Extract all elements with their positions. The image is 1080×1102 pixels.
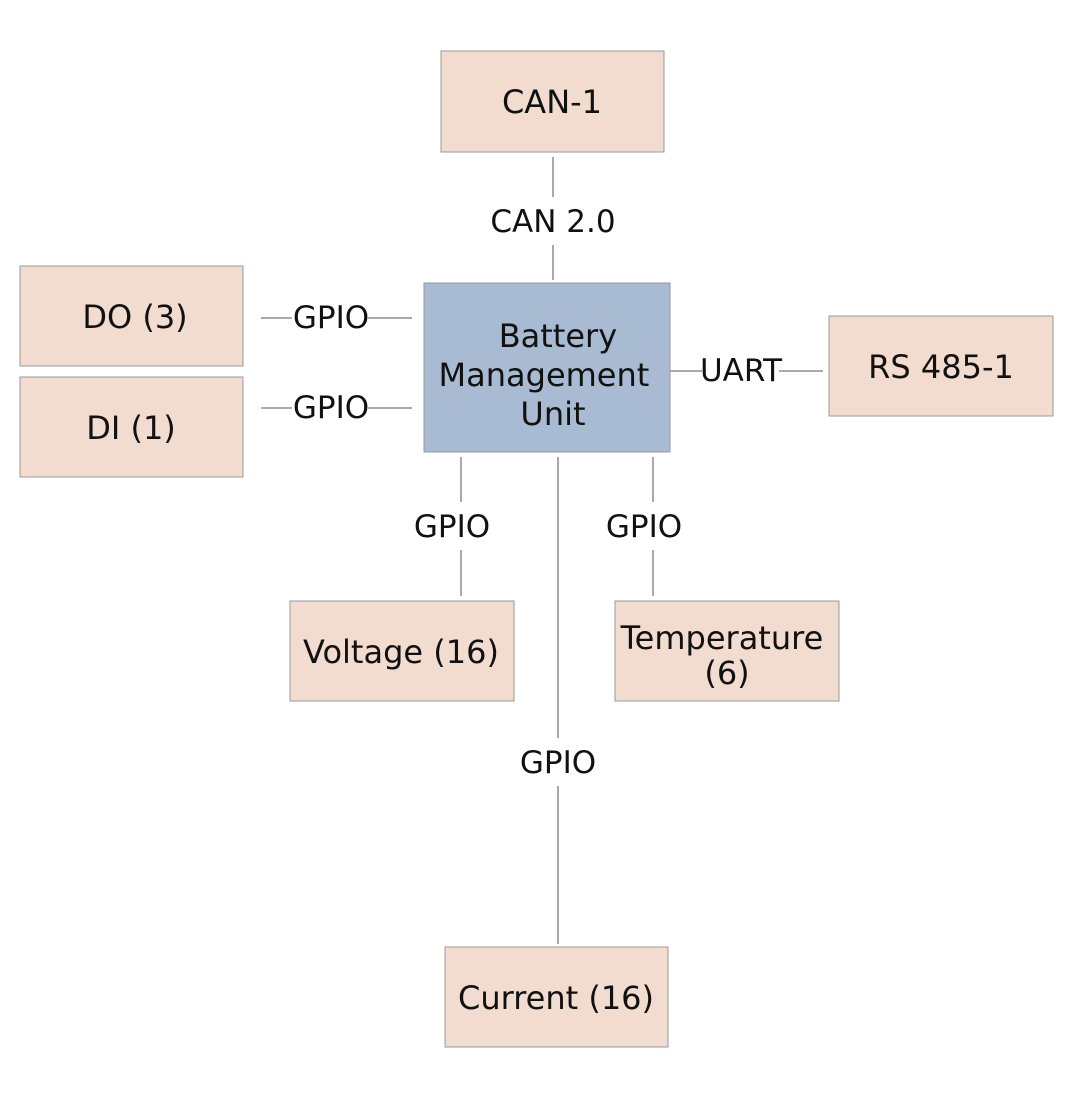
can-label: CAN-1: [502, 83, 602, 121]
di-label: DI (1): [86, 409, 176, 447]
rs485-label: RS 485-1: [868, 348, 1014, 386]
temperature-label-line-2: (6): [704, 654, 749, 692]
core-label-line-3: Unit: [520, 395, 585, 433]
can-box: [440, 50, 665, 153]
di-connection-label: GPIO: [293, 390, 369, 426]
voltage-label-line: Voltage (16): [303, 633, 499, 671]
node-voltage: Voltage (16): [289, 600, 515, 702]
node-di: DI (1): [19, 376, 244, 478]
temperature-box: [614, 600, 840, 702]
temperature-connection-label: GPIO: [606, 509, 682, 545]
current-label-line: Current (16): [458, 979, 654, 1017]
core-label-line-1: Battery: [499, 317, 617, 355]
temperature-label: Temperature (6): [620, 619, 834, 692]
temperature-label-line-1: Temperature: [620, 619, 824, 657]
do-box: [19, 265, 244, 367]
can-label-line: CAN-1: [502, 83, 602, 121]
node-core: Battery Management Unit: [423, 282, 671, 453]
voltage-label: Voltage (16): [303, 633, 499, 671]
rs485-connection-label: UART: [700, 353, 783, 389]
core-label: Battery Management Unit: [439, 317, 660, 433]
connector-labels: CAN 2.0 GPIO GPIO UART GPIO GPIO GPIO: [293, 204, 783, 781]
current-connection-label: GPIO: [520, 745, 596, 781]
current-box: [444, 946, 669, 1048]
node-temperature: Temperature (6): [614, 600, 840, 702]
connector-lines: [261, 157, 823, 944]
node-rs485: RS 485-1: [828, 315, 1054, 417]
rs485-label-line: RS 485-1: [868, 348, 1014, 386]
node-do: DO (3): [19, 265, 244, 367]
do-connection-label: GPIO: [293, 300, 369, 336]
rs485-box: [828, 315, 1054, 417]
core-label-line-2: Management: [439, 356, 650, 394]
current-label: Current (16): [458, 979, 654, 1017]
voltage-connection-label: GPIO: [414, 509, 490, 545]
core-box: [423, 282, 671, 453]
node-current: Current (16): [444, 946, 669, 1048]
di-label-line: DI (1): [86, 409, 176, 447]
do-label-line: DO (3): [82, 298, 187, 336]
di-box: [19, 376, 244, 478]
voltage-box: [289, 600, 515, 702]
do-label: DO (3): [82, 298, 187, 336]
node-can: CAN-1: [440, 50, 665, 153]
can-connection-label: CAN 2.0: [490, 204, 615, 240]
